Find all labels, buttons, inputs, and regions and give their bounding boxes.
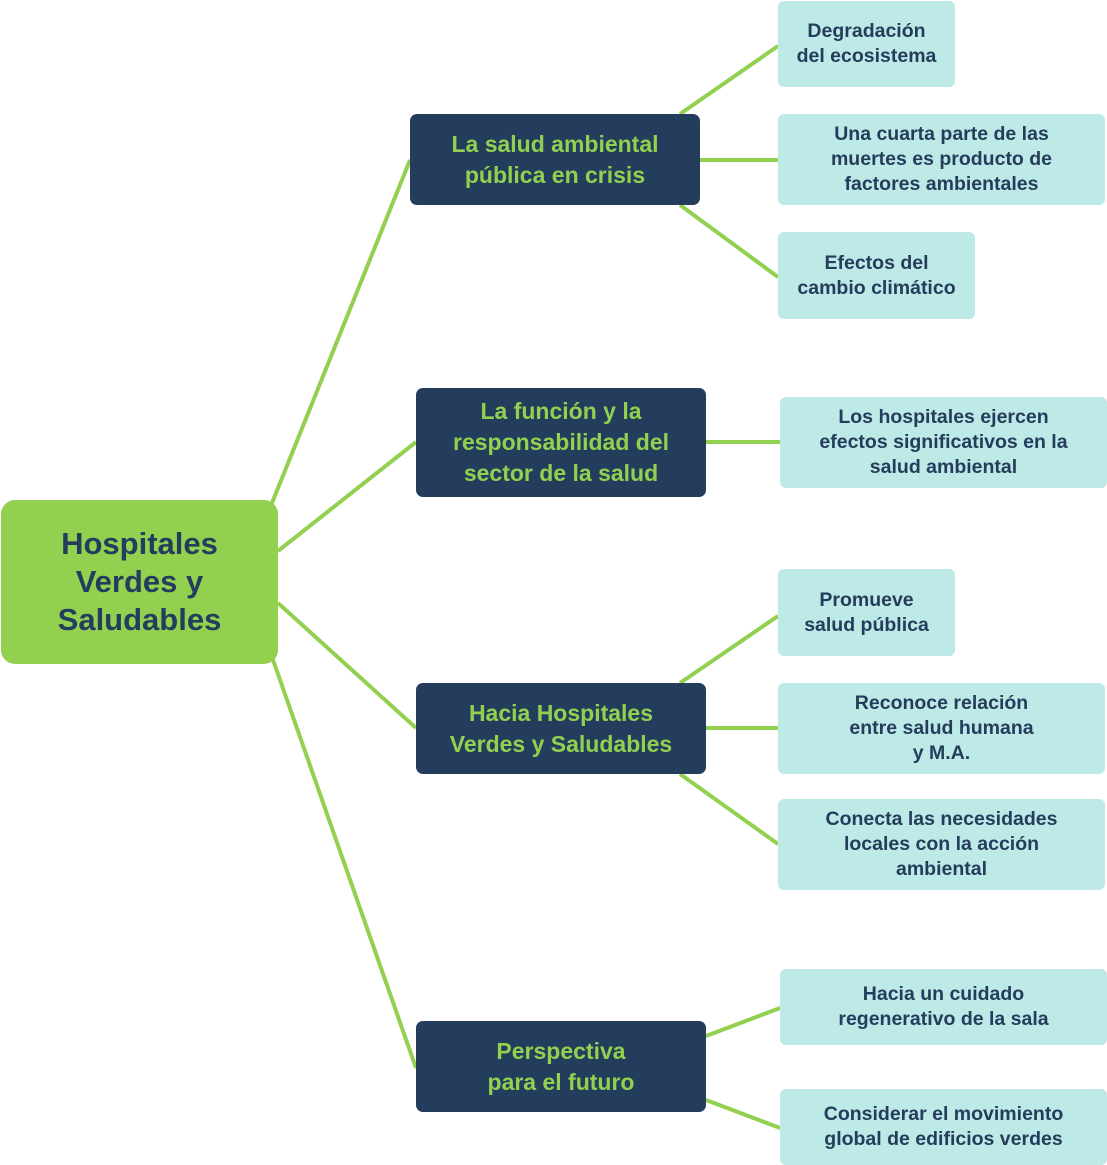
leaf-conecta-necesidades: Conecta las necesidades locales con la a… [778, 799, 1105, 890]
leaf-cuidado-regenerativo: Hacia un cuidado regenerativo de la sala [780, 969, 1107, 1045]
branch-label: Hacia Hospitales Verdes y Saludables [449, 699, 673, 757]
connector-line [276, 601, 418, 730]
branch-label: Perspectiva para el futuro [487, 1037, 635, 1095]
branch-perspectiva-futuro: Perspectiva para el futuro [416, 1021, 706, 1112]
leaf-label: Degradación del ecosistema [796, 20, 937, 67]
leaf-label: Los hospitales ejercen efectos significa… [819, 406, 1068, 478]
branch-salud-ambiental-crisis: La salud ambiental pública en crisis [410, 114, 700, 205]
leaf-label: Una cuarta parte de las muertes es produ… [830, 123, 1053, 195]
leaf-label: Reconoce relación entre salud humana y M… [849, 692, 1034, 764]
leaf-movimiento-edificios-verdes: Considerar el movimiento global de edifi… [780, 1089, 1107, 1165]
branch-label: La salud ambiental pública en crisis [451, 130, 659, 188]
leaf-label: Conecta las necesidades locales con la a… [825, 808, 1058, 880]
branch-hacia-hospitales-verdes: Hacia Hospitales Verdes y Saludables [416, 683, 706, 774]
leaf-label: Considerar el movimiento global de edifi… [823, 1103, 1064, 1150]
connector-line [678, 44, 780, 116]
branch-label: La función y la responsabilidad del sect… [453, 398, 669, 486]
leaf-reconoce-relacion: Reconoce relación entre salud humana y M… [778, 683, 1105, 774]
connector-line [678, 772, 780, 846]
leaf-label: Hacia un cuidado regenerativo de la sala [838, 983, 1049, 1030]
branch-funcion-responsabilidad: La función y la responsabilidad del sect… [416, 388, 706, 497]
connector-line [270, 159, 412, 504]
connector-line [270, 656, 418, 1069]
leaf-hospitales-ejercen-efectos: Los hospitales ejercen efectos significa… [780, 397, 1107, 488]
root-label: Hospitales Verdes y Saludables [57, 526, 222, 637]
connector-line [678, 203, 780, 279]
connector-line [705, 1006, 781, 1038]
leaf-degradacion-ecosistema: Degradación del ecosistema [778, 1, 955, 87]
leaf-efectos-cambio-climatico: Efectos del cambio climático [778, 232, 975, 319]
leaf-promueve-salud-publica: Promueve salud pública [778, 569, 955, 656]
leaf-label: Promueve salud pública [804, 588, 929, 636]
leaf-label: Efectos del cambio climático [797, 251, 956, 299]
connector-line [276, 440, 418, 553]
leaf-cuarta-parte-muertes: Una cuarta parte de las muertes es produ… [778, 114, 1105, 205]
connector-line [705, 1098, 781, 1130]
connector-line [678, 614, 780, 685]
root-node-hospitales-verdes: Hospitales Verdes y Saludables [1, 500, 278, 664]
